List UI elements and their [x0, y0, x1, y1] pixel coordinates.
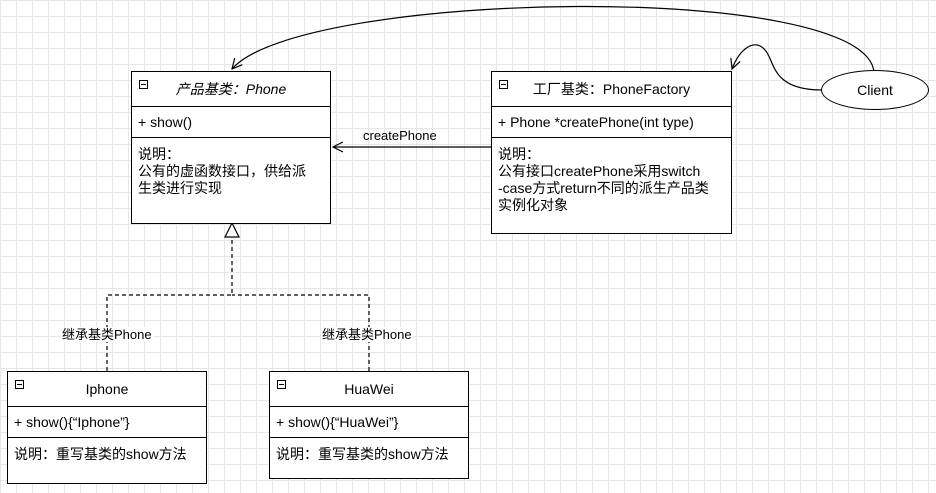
note-line: 说明：: [138, 146, 180, 162]
collapse-icon[interactable]: [139, 80, 148, 89]
inheritance-triangle: [224, 221, 240, 238]
note-line: 公有的虚函数接口，供给派: [138, 163, 306, 179]
product-class-note: 说明： 公有的虚函数接口，供给派 生类进行实现: [132, 138, 330, 205]
iphone-class-box[interactable]: Iphone + show(){“Iphone”} 说明：重写基类的show方法: [7, 371, 207, 484]
create-phone-label: createPhone: [363, 128, 437, 143]
factory-class-header[interactable]: 工厂基类：PhoneFactory: [492, 72, 731, 107]
note-line: 说明：: [498, 146, 540, 162]
inherit-right-label: 继承基类Phone: [321, 327, 413, 342]
product-class-title: 产品基类：Phone: [175, 81, 287, 97]
factory-class-title: 工厂基类：PhoneFactory: [532, 81, 691, 97]
factory-class-note: 说明： 公有接口createPhone采用switch -case方式retur…: [492, 138, 731, 222]
factory-class-method: + Phone *createPhone(int type): [492, 107, 731, 138]
note-line: -case方式return不同的派生产品类: [498, 180, 709, 196]
product-class-header[interactable]: 产品基类：Phone: [132, 72, 330, 107]
client-to-phone-edge: [232, 5, 875, 74]
client-to-factory-edge: [732, 44, 823, 91]
collapse-icon[interactable]: [15, 380, 24, 389]
note-line: 生类进行实现: [138, 180, 222, 196]
iphone-class-header[interactable]: Iphone: [8, 372, 206, 407]
client-node[interactable]: Client: [821, 70, 929, 110]
client-label: Client: [857, 82, 893, 98]
inherit-left-label: 继承基类Phone: [61, 327, 153, 342]
product-class-box[interactable]: 产品基类：Phone + show() 说明： 公有的虚函数接口，供给派 生类进…: [131, 71, 331, 224]
huawei-class-method: + show(){“HuaWei”}: [270, 407, 468, 438]
note-line: 公有接口createPhone采用switch: [498, 163, 701, 179]
iphone-class-title: Iphone: [85, 381, 129, 397]
collapse-icon[interactable]: [499, 80, 508, 89]
huawei-class-note: 说明：重写基类的show方法: [276, 446, 449, 462]
huawei-class-box[interactable]: HuaWei + show(){“HuaWei”} 说明：重写基类的show方法: [269, 371, 469, 479]
huawei-class-title: HuaWei: [344, 381, 394, 397]
huawei-class-header[interactable]: HuaWei: [270, 372, 468, 407]
inherit-left-edge: [106, 237, 233, 371]
product-class-method: + show(): [132, 107, 330, 138]
iphone-class-method: + show(){“Iphone”}: [8, 407, 206, 438]
collapse-icon[interactable]: [277, 380, 286, 389]
factory-class-box[interactable]: 工厂基类：PhoneFactory + Phone *createPhone(i…: [491, 71, 732, 234]
iphone-class-note: 说明：重写基类的show方法: [14, 446, 187, 462]
note-line: 实例化对象: [498, 197, 568, 213]
